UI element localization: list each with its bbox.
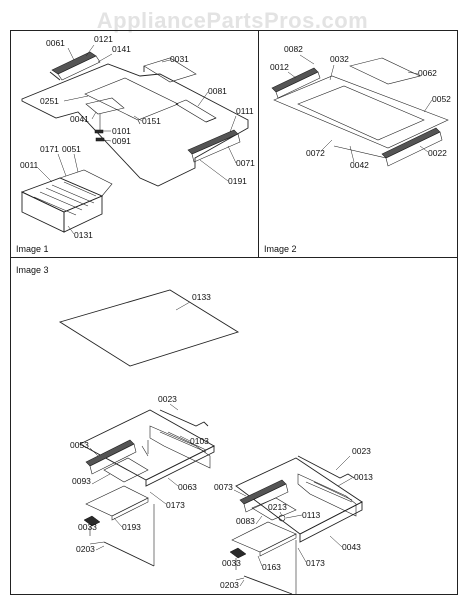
label-0191: 0191: [228, 176, 247, 186]
panel-image3: [10, 257, 458, 595]
label-0203-left: 0203: [76, 544, 95, 554]
label-0213: 0213: [268, 502, 287, 512]
image2-label: Image 2: [264, 244, 297, 254]
label-0012: 0012: [270, 62, 289, 72]
label-0061: 0061: [46, 38, 65, 48]
image1-assembly: 0061 0121 0141 0031 0081 0251 0041 0151 …: [20, 34, 255, 240]
label-0111: 0111: [236, 106, 254, 116]
image3-label: Image 3: [16, 265, 49, 275]
label-0171: 0171: [40, 144, 59, 154]
label-0052: 0052: [432, 94, 451, 104]
label-0041: 0041: [70, 114, 89, 124]
label-0101: 0101: [112, 126, 131, 136]
label-0133: 0133: [192, 292, 211, 302]
label-0011: 0011: [20, 160, 39, 170]
rail-0031: [143, 57, 197, 83]
label-0103: 0103: [190, 436, 209, 446]
image1-label: Image 1: [16, 244, 49, 254]
label-0113: 0113: [302, 510, 321, 520]
image2-assembly: 0082 0032 0012 0062 0052 0072 0042 0022: [270, 44, 451, 170]
label-0091: 0091: [112, 136, 131, 146]
label-0203-right: 0203: [220, 580, 239, 590]
shelf-frame-image2: [273, 75, 449, 149]
label-0081: 0081: [208, 86, 227, 96]
label-0131: 0131: [74, 230, 93, 240]
right-shelf-frame: [229, 455, 363, 595]
label-0023-right: 0023: [352, 446, 371, 456]
label-0032: 0032: [330, 54, 349, 64]
label-0033-left: 0033: [78, 522, 97, 532]
label-0082: 0082: [284, 44, 303, 54]
glass-panel-0133: [58, 289, 240, 367]
label-0051: 0051: [62, 144, 81, 154]
left-shelf-frame: [79, 409, 215, 567]
shelf-frame-image1: [21, 63, 249, 187]
label-0043: 0043: [342, 542, 361, 552]
label-0141: 0141: [112, 44, 131, 54]
label-0033-right: 0033: [222, 558, 241, 568]
glass-panel-image1: [84, 77, 179, 121]
crisper-drawer-0131: [20, 169, 113, 233]
label-0042: 0042: [350, 160, 369, 170]
label-0063: 0063: [178, 482, 197, 492]
label-0031: 0031: [170, 54, 189, 64]
label-0193: 0193: [122, 522, 141, 532]
label-0013: 0013: [354, 472, 373, 482]
rail-0062: [349, 57, 421, 85]
watermark: AppliancePartsPros.com: [96, 8, 369, 33]
glass-panel-image2: [297, 85, 425, 141]
label-0173-left: 0173: [166, 500, 185, 510]
label-0121: 0121: [94, 34, 113, 44]
label-0173-right: 0173: [306, 558, 325, 568]
label-0072: 0072: [306, 148, 325, 158]
label-0062: 0062: [418, 68, 437, 78]
label-0251: 0251: [40, 96, 59, 106]
rail-0081: [175, 99, 217, 123]
label-0093: 0093: [72, 476, 91, 486]
label-0022: 0022: [428, 148, 447, 158]
label-0151: 0151: [142, 116, 161, 126]
rail-0061: [51, 51, 97, 75]
bracket-0041: [85, 97, 125, 115]
rail-0111: [187, 129, 239, 155]
label-0083: 0083: [236, 516, 255, 526]
image3-assembly: 0133 0023 0103 0053 00: [58, 289, 373, 595]
label-0073: 0073: [214, 482, 233, 492]
label-0053: 0053: [70, 440, 89, 450]
label-0163: 0163: [262, 562, 281, 572]
label-0071: 0071: [236, 158, 255, 168]
label-0023-left: 0023: [158, 394, 177, 404]
